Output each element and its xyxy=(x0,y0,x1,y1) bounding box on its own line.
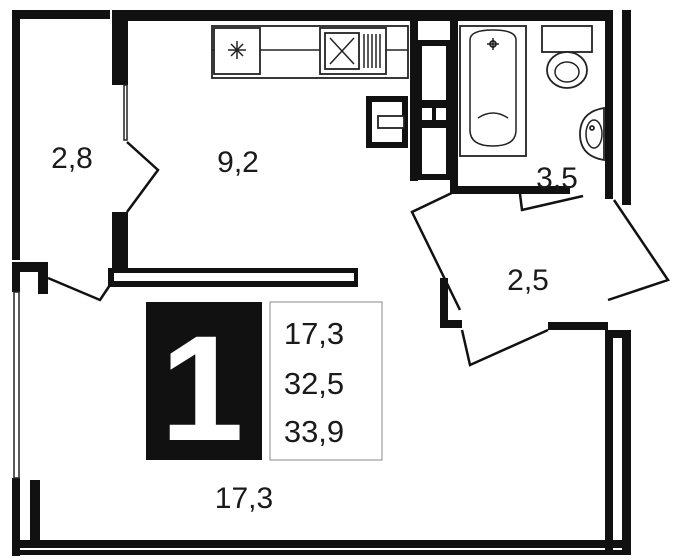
summary-total-area-with-loggia: 33,9 xyxy=(284,414,344,449)
summary-block: 1 17,3 32,5 33,9 xyxy=(146,301,383,472)
sink-icon xyxy=(319,27,387,75)
loggia-area-label: 2,5 xyxy=(507,264,549,297)
hallway-area-label: 2,8 xyxy=(51,142,93,175)
kitchen-counter xyxy=(211,25,409,148)
ventilation-shaft xyxy=(366,96,408,148)
stove-icon xyxy=(213,27,261,75)
kitchen-area-label: 9,2 xyxy=(217,146,259,179)
summary-values-box xyxy=(269,301,383,461)
bathroom-area-label: 3,5 xyxy=(536,162,578,195)
washbasin-icon xyxy=(579,106,605,162)
washing-machine-icon xyxy=(416,40,452,180)
interior-walls xyxy=(108,10,608,330)
summary-total-area: 32,5 xyxy=(284,366,344,401)
summary-living-area: 17,3 xyxy=(284,316,344,351)
rooms-count: 1 xyxy=(160,304,243,472)
outer-walls xyxy=(12,10,631,556)
rooms-count-badge xyxy=(146,302,262,460)
bathtub-icon xyxy=(459,25,527,157)
doors xyxy=(47,141,670,367)
living-room-area-label: 17,3 xyxy=(215,482,273,515)
toilet-icon xyxy=(541,25,593,89)
